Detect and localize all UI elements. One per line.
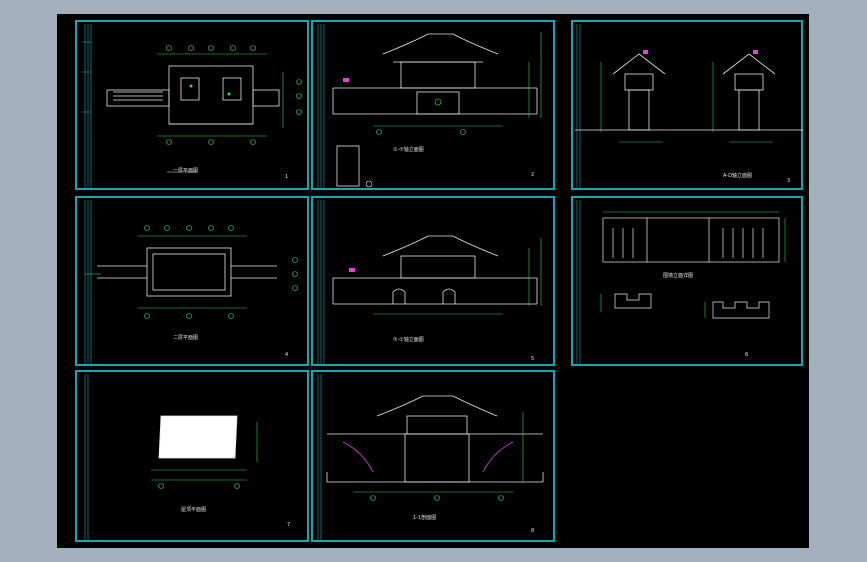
sheet-caption: 二层平面图 xyxy=(173,335,199,341)
sheet-number: 7 xyxy=(287,522,291,528)
sheet-number: 2 xyxy=(531,172,535,178)
sheet-1-floor-plan[interactable]: 一层平面图 1 xyxy=(75,20,309,190)
sheet-caption: 一层平面图 xyxy=(173,168,199,174)
section-icon xyxy=(317,374,544,542)
sheet-2-elevation[interactable]: ①-⑦轴立面图 2 xyxy=(311,20,555,190)
sheet-caption: 围墙立面详图 xyxy=(663,273,694,279)
sheet-caption: A-D轴立面图 xyxy=(723,173,752,179)
floor-plan-icon xyxy=(84,200,298,366)
roof-plan-icon xyxy=(84,374,258,542)
floor-plan-icon xyxy=(82,24,302,190)
elevation-icon xyxy=(317,200,542,366)
sheet-caption: 1-1剖面图 xyxy=(413,515,437,521)
sheet-3-tower-elevation[interactable]: A-D轴立面图 3 xyxy=(571,20,803,190)
sheet-number: 5 xyxy=(531,356,535,362)
sheet-number: 1 xyxy=(285,174,289,180)
sheet-caption: ①-⑦轴立面图 xyxy=(393,147,424,153)
sheet-8-section[interactable]: 1-1剖面图 8 xyxy=(311,370,555,542)
elevation-icon xyxy=(317,24,542,190)
sheet-number: 4 xyxy=(285,352,289,358)
sheet-4-floor-plan[interactable]: 二层平面图 4 xyxy=(75,196,309,366)
sheet-number: 6 xyxy=(745,352,749,358)
sheet-number: 3 xyxy=(787,178,791,184)
sheet-7-roof-plan[interactable]: 屋顶平面图 7 xyxy=(75,370,309,542)
sheet-caption: ⑦-①轴立面图 xyxy=(393,337,424,343)
drawing-canvas[interactable]: 一层平面图 1 xyxy=(57,14,809,548)
sheet-number: 8 xyxy=(531,528,535,534)
sheet-caption: 屋顶平面图 xyxy=(181,507,207,513)
tower-elevation-icon xyxy=(575,24,803,190)
sheet-5-elevation[interactable]: ⑦-①轴立面图 5 xyxy=(311,196,555,366)
sheet-6-wall-detail[interactable]: 围墙立面详图 6 xyxy=(571,196,803,366)
wall-detail-icon xyxy=(576,200,786,366)
